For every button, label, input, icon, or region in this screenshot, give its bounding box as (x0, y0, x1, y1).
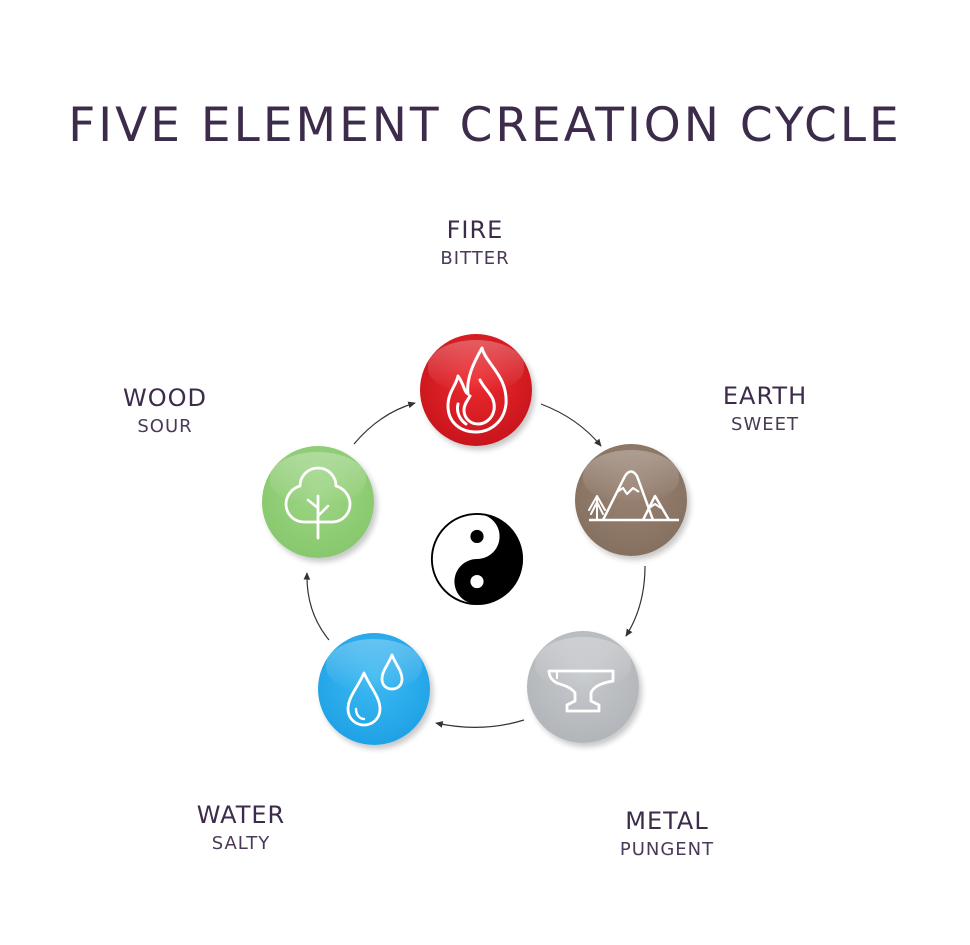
node-metal (527, 631, 639, 743)
node-fire (420, 334, 532, 446)
label-wood: WOOD SOUR (55, 386, 275, 436)
label-fire: FIRE BITTER (365, 218, 585, 268)
flame-icon (446, 346, 508, 434)
arrow-earth-to-metal (625, 565, 646, 637)
element-name: WATER (196, 801, 286, 829)
water-drops-icon (346, 653, 404, 727)
element-taste: BITTER (440, 248, 510, 269)
element-taste: PUNGENT (619, 839, 715, 860)
tree-icon (284, 466, 352, 540)
element-name: FIRE (446, 216, 504, 244)
arrow-wood-to-fire (353, 401, 416, 445)
element-taste: SWEET (731, 414, 799, 435)
arrow-fire-to-earth (540, 403, 602, 447)
node-earth (575, 444, 687, 556)
arrow-water-to-wood (303, 572, 330, 641)
label-metal: METAL PUNGENT (557, 809, 777, 859)
page-title: FIVE ELEMENT CREATION CYCLE (68, 98, 902, 153)
element-name: METAL (625, 807, 709, 835)
element-name: WOOD (123, 384, 207, 412)
node-water (318, 633, 430, 745)
arrow-metal-to-water (435, 719, 525, 728)
mountains-icon (588, 470, 679, 522)
element-taste: SOUR (137, 416, 193, 437)
element-taste: SALTY (211, 833, 271, 854)
label-water: WATER SALTY (131, 803, 351, 853)
element-name: EARTH (722, 382, 808, 410)
label-earth: EARTH SWEET (655, 384, 875, 434)
yin-yang-icon (430, 512, 524, 606)
node-wood (262, 446, 374, 558)
anvil-icon (547, 669, 615, 713)
